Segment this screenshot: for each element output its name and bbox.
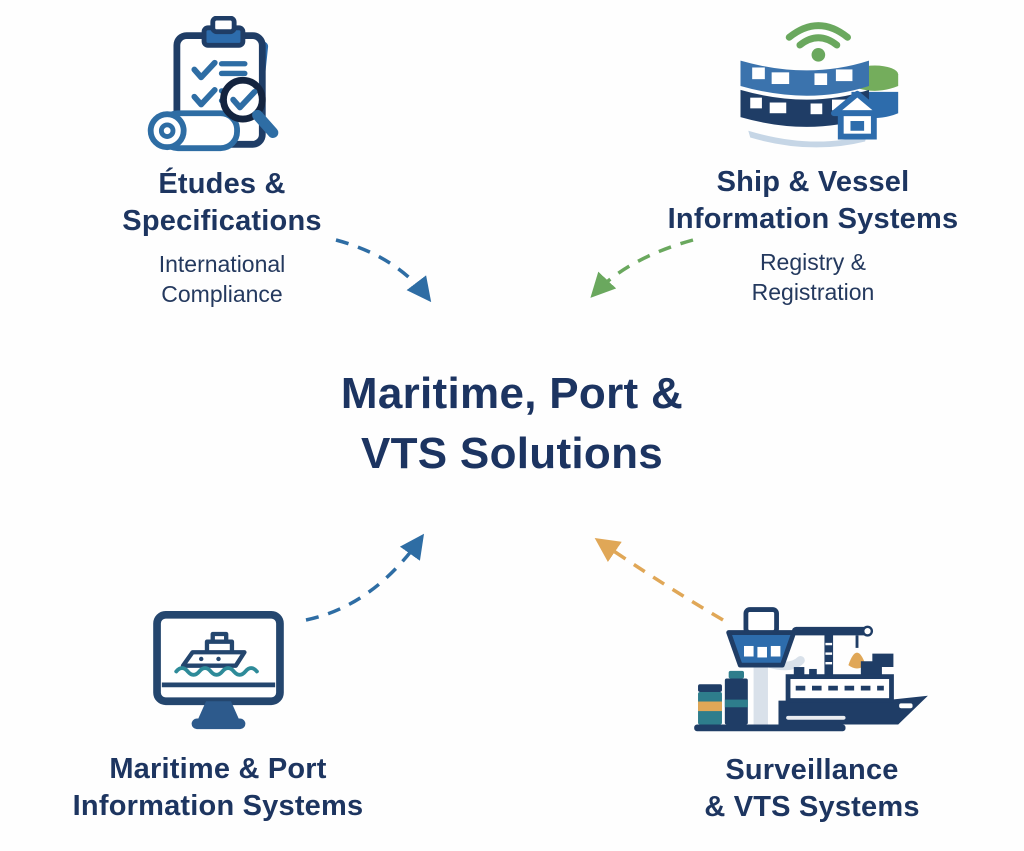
vts-tower-ship-icon xyxy=(692,600,932,736)
arrow-surveillance-to-center xyxy=(585,528,730,628)
node-maritime-port-information-systems: Maritime & Port Information Systems xyxy=(33,610,403,825)
smart-building-database-icon xyxy=(721,12,906,158)
node-label: Ship & Vessel Information Systems xyxy=(667,166,959,236)
diagram-center-title: Maritime, Port & VTS Solutions xyxy=(340,369,684,478)
arrow-ship-vessel-to-center xyxy=(578,232,703,317)
node-surveillance-vts-systems: Surveillance & VTS Systems xyxy=(622,600,1002,826)
node-label: Surveillance & VTS Systems xyxy=(704,754,920,824)
node-sublabel: International Compliance xyxy=(158,251,286,308)
node-ship-vessel-information-systems: Ship & Vessel Information Systems Regist… xyxy=(623,12,1003,308)
clipboard-checklist-magnifier-icon xyxy=(140,15,305,160)
arrow-maritime-port-to-center xyxy=(298,518,438,628)
arrow-etudes-to-center xyxy=(328,228,448,320)
node-label: Études & Specifications xyxy=(122,168,322,238)
node-etudes-specifications: Études & Specifications International Co… xyxy=(37,15,407,310)
node-label: Maritime & Port Information Systems xyxy=(72,753,364,823)
node-sublabel: Registry & Registration xyxy=(751,249,875,306)
monitor-ship-icon xyxy=(151,610,286,731)
